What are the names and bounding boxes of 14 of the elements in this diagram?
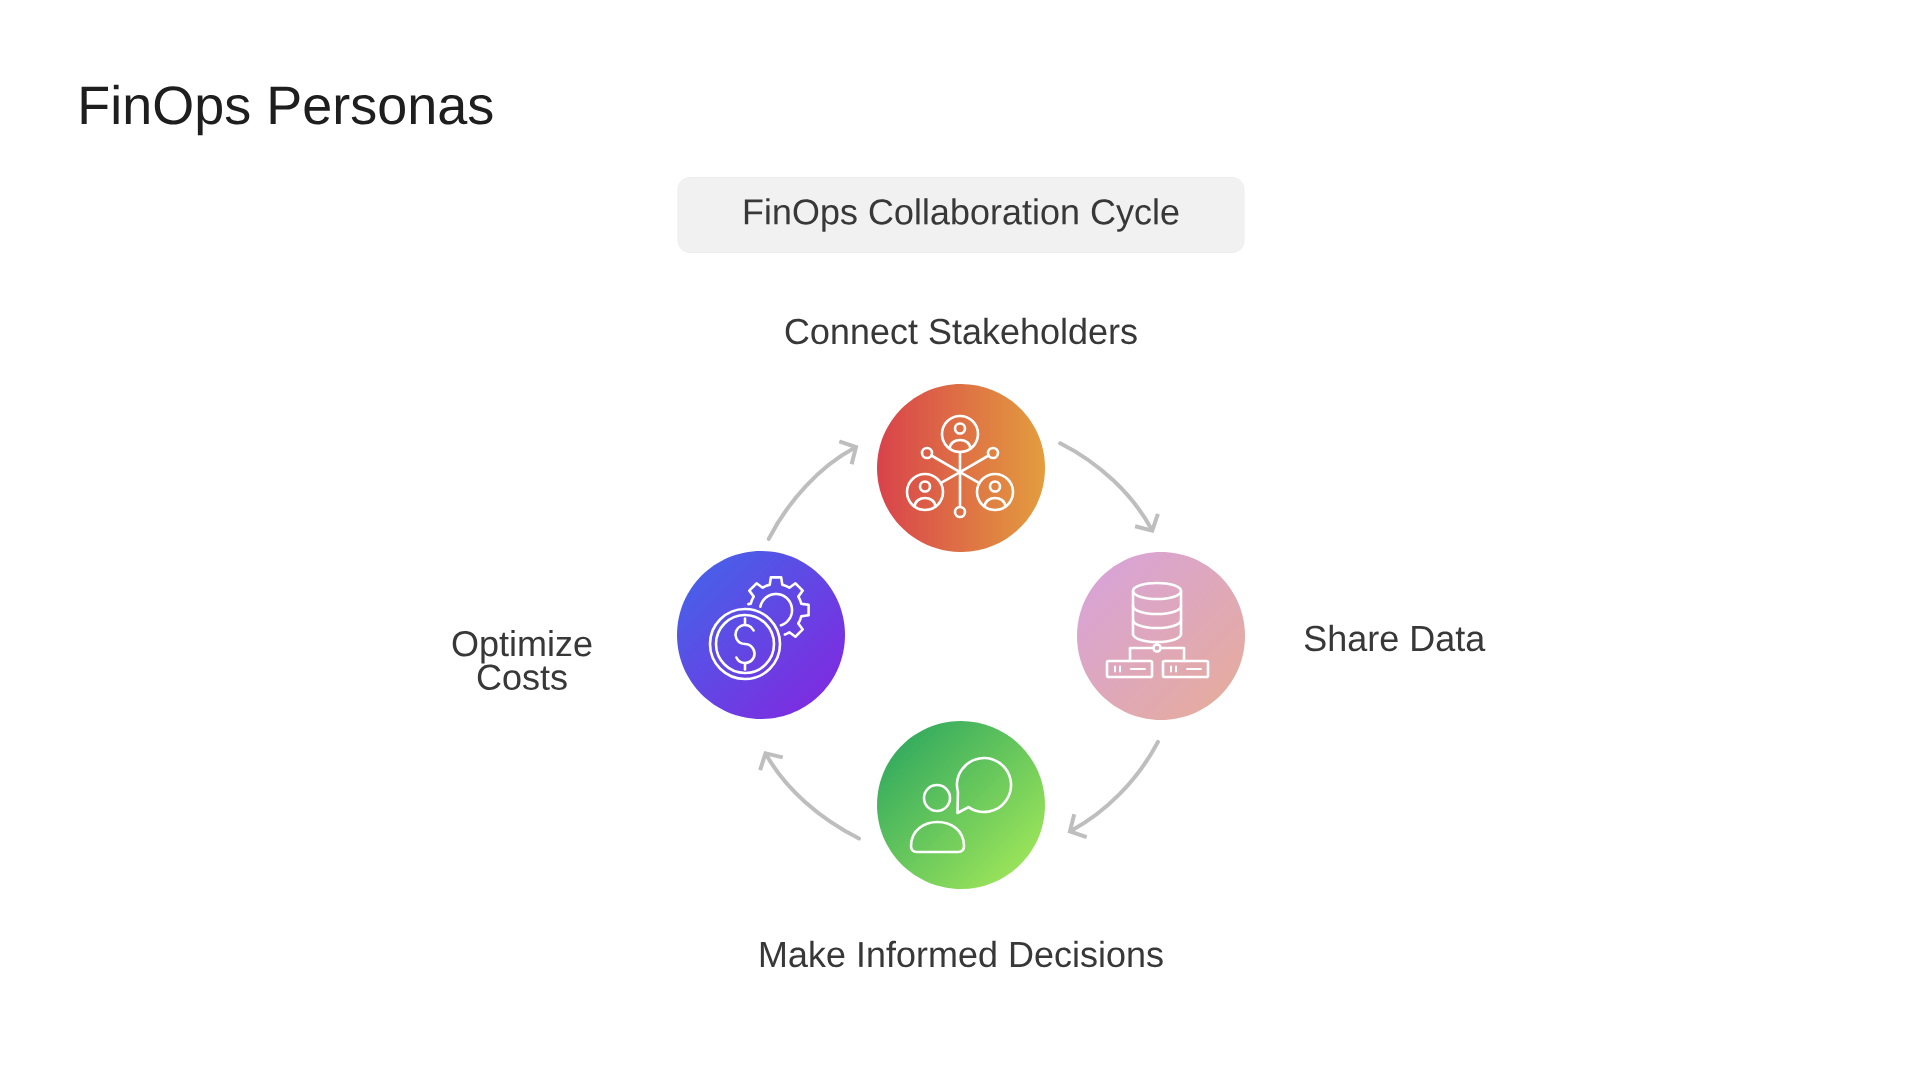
chat-person-icon — [909, 756, 1013, 854]
curved-arrow — [766, 439, 859, 541]
curved-arrow — [758, 751, 861, 841]
step-label: Share Data — [1304, 624, 1486, 652]
step-label: Optimize Costs — [452, 630, 592, 691]
step-label: Make Informed Decisions — [760, 940, 1163, 968]
curved-arrow — [1067, 739, 1160, 839]
curved-arrow — [1058, 441, 1160, 533]
heading-box: FinOps Collaboration Cycle — [677, 177, 1245, 253]
database-server-icon — [1105, 581, 1210, 679]
people-network-icon — [905, 414, 1015, 519]
page-title: FinOps Personas — [81, 84, 493, 136]
step-label: Connect Stakeholders — [785, 317, 1137, 345]
dollar-gear-icon — [708, 576, 810, 681]
